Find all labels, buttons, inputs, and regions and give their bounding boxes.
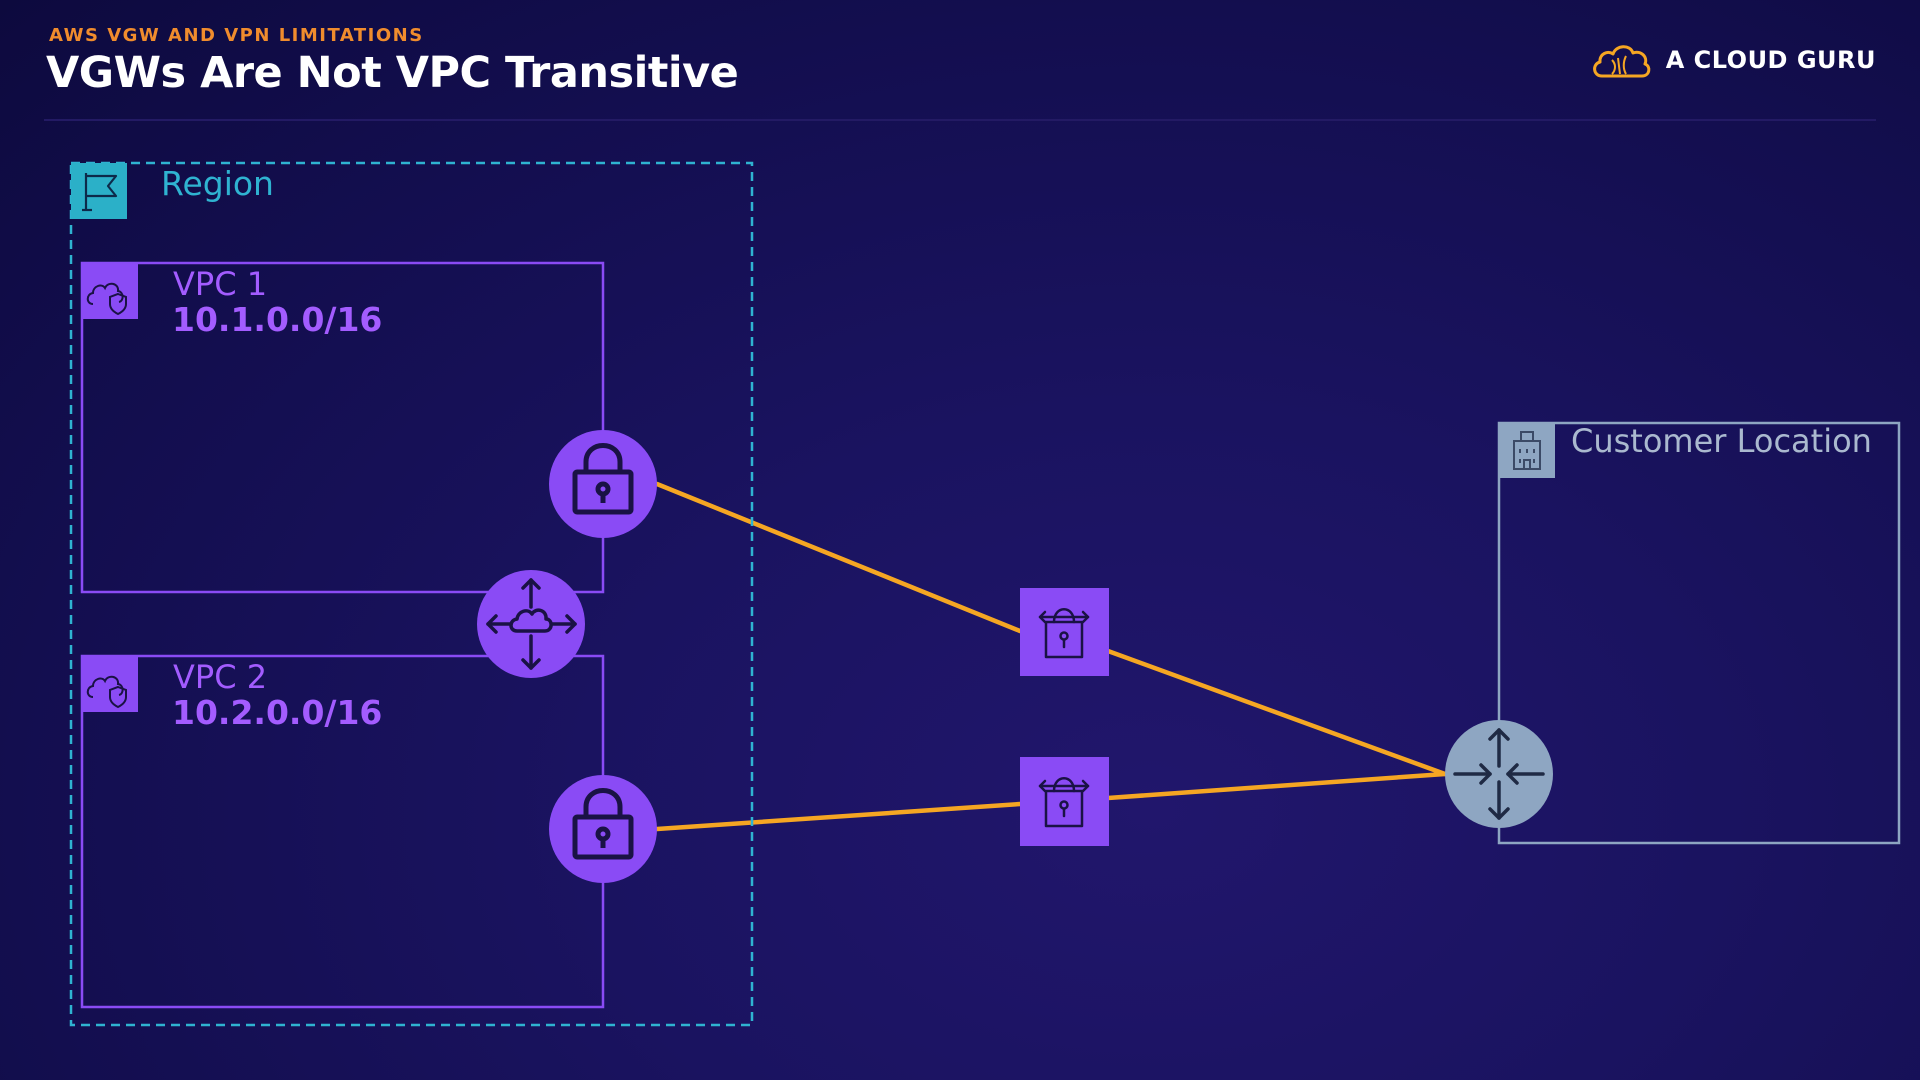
header-eyebrow: AWS VGW AND VPN LIMITATIONS bbox=[49, 25, 424, 46]
vpc-2-name: VPC 2 bbox=[173, 658, 267, 696]
vpn-links bbox=[654, 481, 1448, 832]
brand-name: A CLOUD GURU bbox=[1665, 46, 1876, 74]
region-label: Region bbox=[161, 164, 274, 203]
vpn-connection-icon bbox=[1038, 608, 1090, 659]
vgw-2[interactable] bbox=[549, 775, 657, 883]
vpn-connection-1[interactable] bbox=[1020, 588, 1109, 676]
region-boundary bbox=[69, 161, 754, 1027]
peering-arrows-icon bbox=[486, 578, 577, 670]
vgw-1[interactable] bbox=[549, 430, 657, 538]
page-title: VGWs Are Not VPC Transitive bbox=[46, 48, 739, 98]
vpc-1-name: VPC 1 bbox=[173, 265, 267, 303]
vpn-connection-icon bbox=[1038, 777, 1090, 828]
vpc-1-boundary bbox=[80, 261, 605, 594]
customer-location-group: Customer Location bbox=[1497, 421, 1901, 845]
region-group: Region bbox=[69, 161, 754, 1027]
vpc-cloud-shield-icon bbox=[82, 656, 138, 712]
vpc-2-group: VPC 2 10.2.0.0/16 bbox=[80, 654, 605, 1009]
lock-icon bbox=[572, 443, 634, 515]
vpn-connection-2[interactable] bbox=[1020, 757, 1109, 846]
lock-icon bbox=[572, 788, 634, 860]
customer-location-boundary bbox=[1497, 421, 1901, 845]
flag-icon bbox=[71, 163, 127, 219]
vpc-1-cidr: 10.1.0.0/16 bbox=[172, 300, 382, 339]
vpc-peering[interactable] bbox=[477, 570, 585, 678]
vpc-cloud-shield-icon bbox=[82, 263, 138, 319]
vpn-link-vgw2-to-vpn2 bbox=[654, 801, 1023, 832]
header-divider bbox=[44, 119, 1876, 121]
customer-gateway[interactable] bbox=[1445, 720, 1553, 828]
vpn-link-vpn2-to-router bbox=[1105, 771, 1448, 801]
router-icon bbox=[1453, 728, 1545, 820]
customer-location-label: Customer Location bbox=[1571, 422, 1872, 460]
brand-logo: A CLOUD GURU bbox=[1590, 38, 1876, 82]
vpn-link-vpn1-to-router bbox=[1105, 648, 1448, 777]
vpc-2-cidr: 10.2.0.0/16 bbox=[172, 693, 382, 732]
cloud-logo-icon bbox=[1592, 45, 1650, 78]
vpn-link-vgw1-to-vpn1 bbox=[654, 481, 1023, 634]
vpc-1-group: VPC 1 10.1.0.0/16 bbox=[80, 261, 605, 594]
